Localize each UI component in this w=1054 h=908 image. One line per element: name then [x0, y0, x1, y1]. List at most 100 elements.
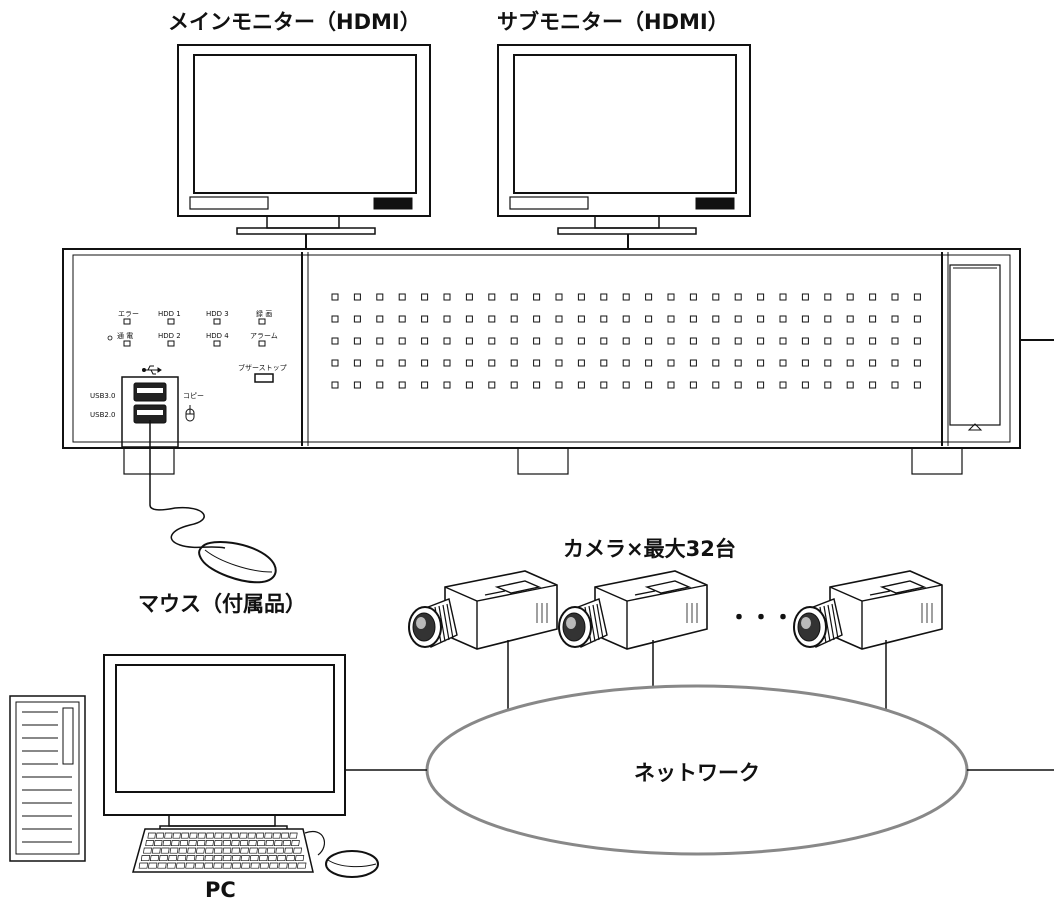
- keyboard-key: [267, 855, 277, 862]
- pc-tower: [9, 695, 86, 862]
- vent-hole: [510, 359, 518, 367]
- vent-hole: [376, 337, 384, 345]
- keyboard-key: [214, 832, 223, 839]
- keyboard-key: [194, 862, 204, 869]
- vent-hole: [622, 337, 630, 345]
- vent-hole: [913, 381, 921, 389]
- keyboard-key: [213, 862, 223, 869]
- keyboard-key: [222, 855, 232, 862]
- vent-hole: [376, 381, 384, 389]
- vent-hole: [712, 337, 720, 345]
- keyboard-key: [256, 840, 266, 847]
- vent-hole: [645, 359, 653, 367]
- vent-hole: [353, 359, 361, 367]
- vent-hole: [577, 315, 585, 323]
- usb30-port-slot: [137, 388, 163, 393]
- vent-hole: [667, 337, 675, 345]
- vent-hole: [667, 381, 675, 389]
- keyboard-key: [282, 840, 292, 847]
- keyboard-key: [205, 832, 215, 839]
- keyboard-key: [187, 847, 197, 854]
- vent-hole: [869, 293, 877, 301]
- vent-hole: [622, 381, 630, 389]
- vent-hole: [757, 381, 765, 389]
- vent-hole: [757, 337, 765, 345]
- keyboard-key: [239, 840, 249, 847]
- keyboard-key: [162, 840, 172, 847]
- keyboard-key: [278, 862, 288, 869]
- keyboard-key: [147, 832, 156, 839]
- keyboard-key: [231, 855, 241, 862]
- vent-hole: [488, 337, 496, 345]
- camera-network-lines: [507, 640, 887, 715]
- vent-hole: [667, 293, 675, 301]
- keyboard-key: [204, 847, 214, 854]
- recorder-unit: [62, 248, 1054, 475]
- keyboard-key: [185, 862, 195, 869]
- keyboard-key: [145, 840, 154, 847]
- keyboard-key: [230, 832, 240, 839]
- vent-hole: [801, 381, 809, 389]
- vent-hole: [533, 337, 541, 345]
- vent-hole: [913, 315, 921, 323]
- vent-hole: [779, 293, 787, 301]
- keyboard-key: [153, 840, 163, 847]
- keyboard-key: [291, 840, 300, 847]
- vent-hole: [555, 381, 563, 389]
- vent-hole: [824, 381, 832, 389]
- vent-hole: [779, 359, 787, 367]
- vent-hole: [376, 359, 384, 367]
- vent-hole: [555, 293, 563, 301]
- vent-hole: [533, 293, 541, 301]
- vent-hole: [488, 315, 496, 323]
- vent-hole: [600, 337, 608, 345]
- vent-hole: [353, 315, 361, 323]
- vent-hole: [891, 337, 899, 345]
- vent-hole: [734, 315, 742, 323]
- keyboard-key: [231, 862, 242, 869]
- keyboard-key: [195, 855, 205, 862]
- vent-hole: [465, 315, 473, 323]
- buzzer-stop-button[interactable]: [254, 373, 274, 383]
- vent-hole: [779, 315, 787, 323]
- keyboard-key: [186, 855, 196, 862]
- led-hdd4-label: HDD 4: [206, 332, 229, 340]
- usb30-label: USB3.0: [90, 392, 116, 400]
- keyboard-key: [241, 862, 251, 869]
- vent-hole: [331, 315, 339, 323]
- vent-hole: [891, 315, 899, 323]
- vent-hole: [757, 315, 765, 323]
- vent-hole: [824, 315, 832, 323]
- vent-hole: [869, 359, 877, 367]
- led-rec-label: 録 画: [256, 309, 272, 318]
- front-panel: エラー HDD 1 HDD 3 録 画 通 電 HDD 2 HDD 4 アラーム…: [90, 309, 287, 448]
- usb20-label: USB2.0: [90, 411, 116, 419]
- vent-hole: [913, 359, 921, 367]
- camera-1: [408, 570, 558, 650]
- keyboard-key: [240, 855, 250, 862]
- vent-hole: [869, 337, 877, 345]
- pc-label: PC: [205, 878, 236, 902]
- vent-hole: [689, 337, 697, 345]
- keyboard-key: [180, 832, 190, 839]
- led-alarm-label: アラーム: [250, 332, 278, 340]
- vent-hole: [689, 359, 697, 367]
- vent-hole: [533, 359, 541, 367]
- keyboard-key: [259, 862, 270, 869]
- vent-hole: [734, 293, 742, 301]
- vent-hole: [667, 315, 675, 323]
- keyboard-key: [222, 832, 231, 839]
- pc-monitor: [103, 654, 346, 835]
- keyboard-key: [275, 847, 285, 854]
- vent-hole: [712, 293, 720, 301]
- led-hdd1: [167, 318, 175, 325]
- vent-hole: [510, 315, 518, 323]
- vent-hole: [353, 293, 361, 301]
- mouse-label: マウス（付属品）: [138, 592, 306, 616]
- vent-hole: [801, 359, 809, 367]
- keyboard-key: [284, 847, 294, 854]
- keyboard-key: [276, 855, 287, 862]
- vent-hole: [757, 293, 765, 301]
- vent-hole: [712, 315, 720, 323]
- led-comm-label: 通 電: [117, 331, 133, 340]
